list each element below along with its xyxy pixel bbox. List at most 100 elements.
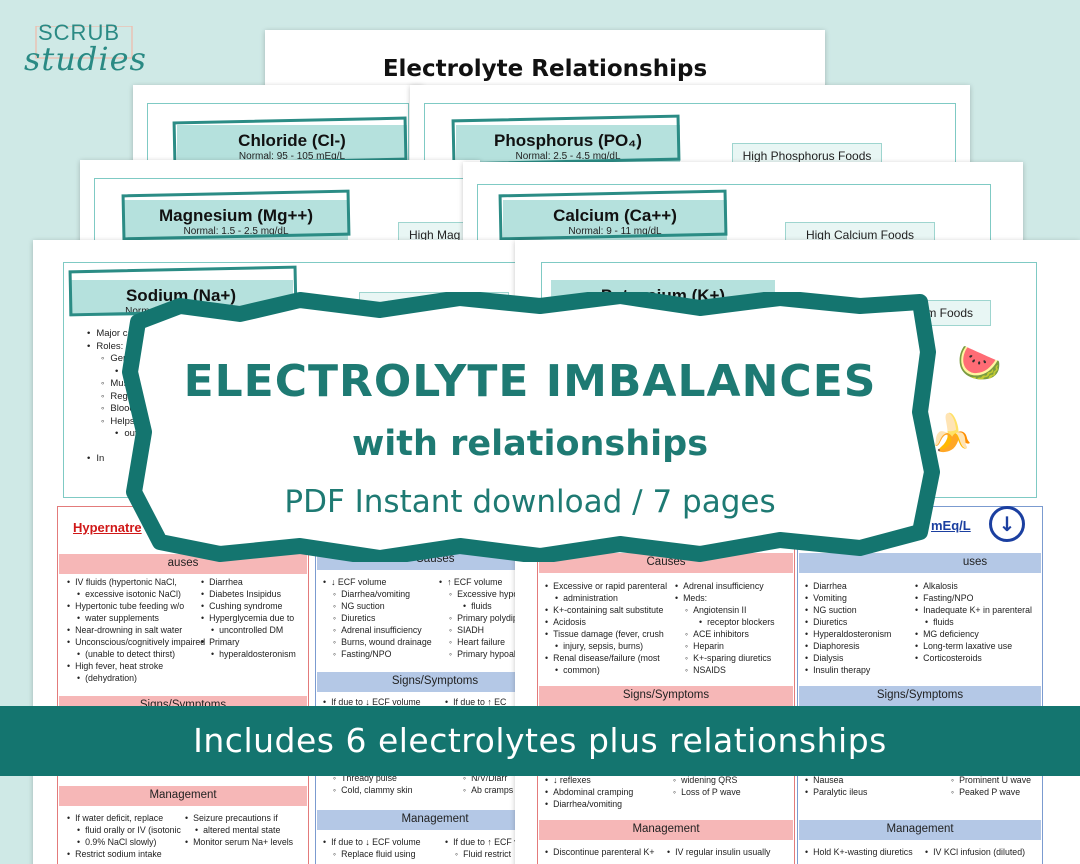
list-item: Regu	[87, 391, 264, 404]
list-item: Prominent U wave	[941, 774, 1031, 786]
hypo-mgmt-a: If due to ↓ ECF volume Replace fluid usi…	[323, 836, 421, 860]
list-item: Hold K+-wasting diuretics	[805, 846, 913, 858]
list-item: Adrenal insufficiency	[323, 624, 432, 636]
list-item: Heart failure	[439, 636, 521, 648]
list-item: Vomiting	[805, 592, 891, 604]
list-item: Hypertonic tube feeding w/o	[67, 600, 205, 612]
list-item: Diarrhea	[201, 576, 296, 588]
list-item: High fever, heat stroke	[67, 660, 205, 672]
list-item: Diaphoresis	[805, 640, 891, 652]
list-item: Replace fluid using	[323, 848, 421, 860]
list-item: IV KCl infusion (diluted)	[925, 846, 1025, 858]
banner-details: PDF Instant download / 7 pages	[284, 484, 776, 520]
down-arrow-circle-icon: ↓	[989, 506, 1025, 542]
list-item: injury, sepsis, burns)	[545, 640, 667, 652]
document-title: Electrolyte Relationships	[382, 56, 708, 82]
list-item: Nausea	[805, 774, 867, 786]
list-item: excessive isotonic NaCl)	[67, 588, 205, 600]
list-item: Excessive hypot	[439, 588, 521, 600]
list-item: Near-drowning in salt water	[67, 624, 205, 636]
list-item: ↓ reflexes	[545, 774, 633, 786]
list-item: Angiotensin II	[675, 604, 775, 616]
list-item: Diuretics	[323, 612, 432, 624]
list-item: Ab cramps	[453, 784, 513, 796]
list-item: Alkalosis	[915, 580, 1032, 592]
list-item: Burns, wound drainage	[323, 636, 431, 648]
hypo-signs-a: If due to ↓ ECF volume	[323, 696, 420, 708]
list-item: If water deficit, replace	[67, 812, 181, 824]
banner-title: ELECTROLYTE IMBALANCES	[183, 356, 877, 407]
list-item: fluids	[439, 600, 521, 612]
logo-studies: studies	[24, 40, 147, 78]
list-item: Meds:	[675, 592, 775, 604]
list-item: NG suction	[323, 600, 432, 612]
list-item: IV regular insulin usually	[667, 846, 770, 858]
hyperk-mgmt-left: Discontinue parenteral K+	[545, 846, 654, 858]
list-item: Acidosis	[545, 616, 667, 628]
phosphorus-header-outline	[451, 114, 681, 166]
list-item: 0.9% NaCl slowly)	[67, 836, 181, 848]
hypok-causes-left: Diarrhea Vomiting NG suction Diuretics H…	[805, 580, 891, 676]
list-item: Tissue damage (fever, crush	[545, 628, 667, 640]
hypo-signs-d: N/V/Diarr Ab cramps	[453, 772, 513, 796]
calcium-header: Calcium (Ca++) Normal: 9 - 11 mg/dL	[503, 200, 727, 242]
hyperk-mgmt-right: IV regular insulin usually	[667, 846, 770, 858]
list-item: If due to ↑ ECF v	[445, 836, 519, 848]
hypo-signs-b: If due to ↑ EC	[445, 696, 506, 708]
list-item: Corticosteroids	[915, 652, 1032, 664]
list-item: Thready pulse	[323, 772, 413, 784]
management-header: Management	[59, 786, 307, 806]
list-item: SIADH	[439, 624, 521, 636]
hypokalemia-normal: mEq/L	[931, 518, 971, 533]
list-item: Restrict sodium intake	[67, 848, 181, 860]
calcium-header-outline	[498, 189, 728, 241]
hypo-signs-c: Thready pulse Cold, clammy skin	[323, 772, 413, 796]
watermelon-icon: 🍉	[957, 343, 1002, 384]
logo-scrub: SCRUB	[38, 20, 121, 45]
list-item: Cushing syndrome	[201, 600, 296, 612]
footer-text: Includes 6 electrolytes plus relationshi…	[193, 721, 887, 760]
list-item: Monitor serum Na+ levels	[185, 836, 293, 848]
list-item: Long-term laxative use	[915, 640, 1032, 652]
hypok-signs-left: Nausea Paralytic ileus	[805, 774, 867, 798]
management-header: Management	[317, 810, 543, 830]
hypo-causes-right: ↑ ECF volume Excessive hypot fluids Prim…	[439, 576, 521, 660]
list-item: Fluid restrict	[445, 848, 519, 860]
list-item: Cold, clammy skin	[323, 784, 412, 796]
phosphorus-title: Phosphorus (PO₄)	[494, 131, 642, 150]
causes-header-label: uses	[962, 556, 988, 568]
phosphorus-normal: Normal: 2.5 - 4.5 mg/dL	[515, 151, 621, 162]
footer-bar: Includes 6 electrolytes plus relationshi…	[0, 706, 1080, 776]
list-item: K+-containing salt substitute	[545, 604, 667, 616]
list-item: (unable to detect thirst)	[67, 648, 205, 660]
hypernatremia-title: Hypernatre	[73, 520, 142, 535]
magnesium-header-outline	[121, 189, 351, 241]
calcium-normal: Normal: 9 - 11 mg/dL	[568, 226, 662, 237]
chloride-normal: Normal: 95 - 105 mEq/L	[238, 151, 346, 162]
logo-swash-icon	[35, 26, 133, 59]
list-item: Diabetes Insipidus	[201, 588, 296, 600]
list-item: Insulin therapy	[805, 664, 891, 676]
list-item: If due to ↑ EC	[445, 696, 506, 708]
list-item: Discontinue parenteral K+	[545, 846, 654, 858]
hypo-causes-left: ↓ ECF volume Diarrhea/vomiting NG suctio…	[323, 576, 432, 660]
list-item: ACE inhibitors	[675, 628, 775, 640]
list-item: fluid orally or IV (isotonic	[67, 824, 181, 836]
list-item: Diarrhea/vomiting	[323, 588, 432, 600]
list-item: Inadequate K+ in parenteral	[915, 604, 1032, 616]
hyper-mgmt-left: If water deficit, replace fluid orally o…	[67, 812, 181, 860]
list-item: Gene	[87, 353, 264, 366]
list-item: Renal disease/failure (most	[545, 652, 667, 664]
management-header: Management	[539, 820, 793, 840]
list-item: administration	[545, 592, 667, 604]
list-item: Primary hypoal	[439, 648, 521, 660]
hypok-mgmt-left: Hold K+-wasting diuretics	[805, 846, 913, 858]
list-item: fluids	[915, 616, 1032, 628]
list-item: Fasting/NPO	[323, 648, 432, 660]
list-item: Heparin	[675, 640, 775, 652]
list-item: Blood	[87, 403, 264, 416]
hyper-causes-left: IV fluids (hypertonic NaCl, excessive is…	[67, 576, 205, 684]
brand-logo: SCRUB studies	[20, 14, 170, 80]
hyper-causes-right: Diarrhea Diabetes Insipidus Cushing synd…	[201, 576, 296, 660]
list-item: MG deficiency	[915, 628, 1032, 640]
